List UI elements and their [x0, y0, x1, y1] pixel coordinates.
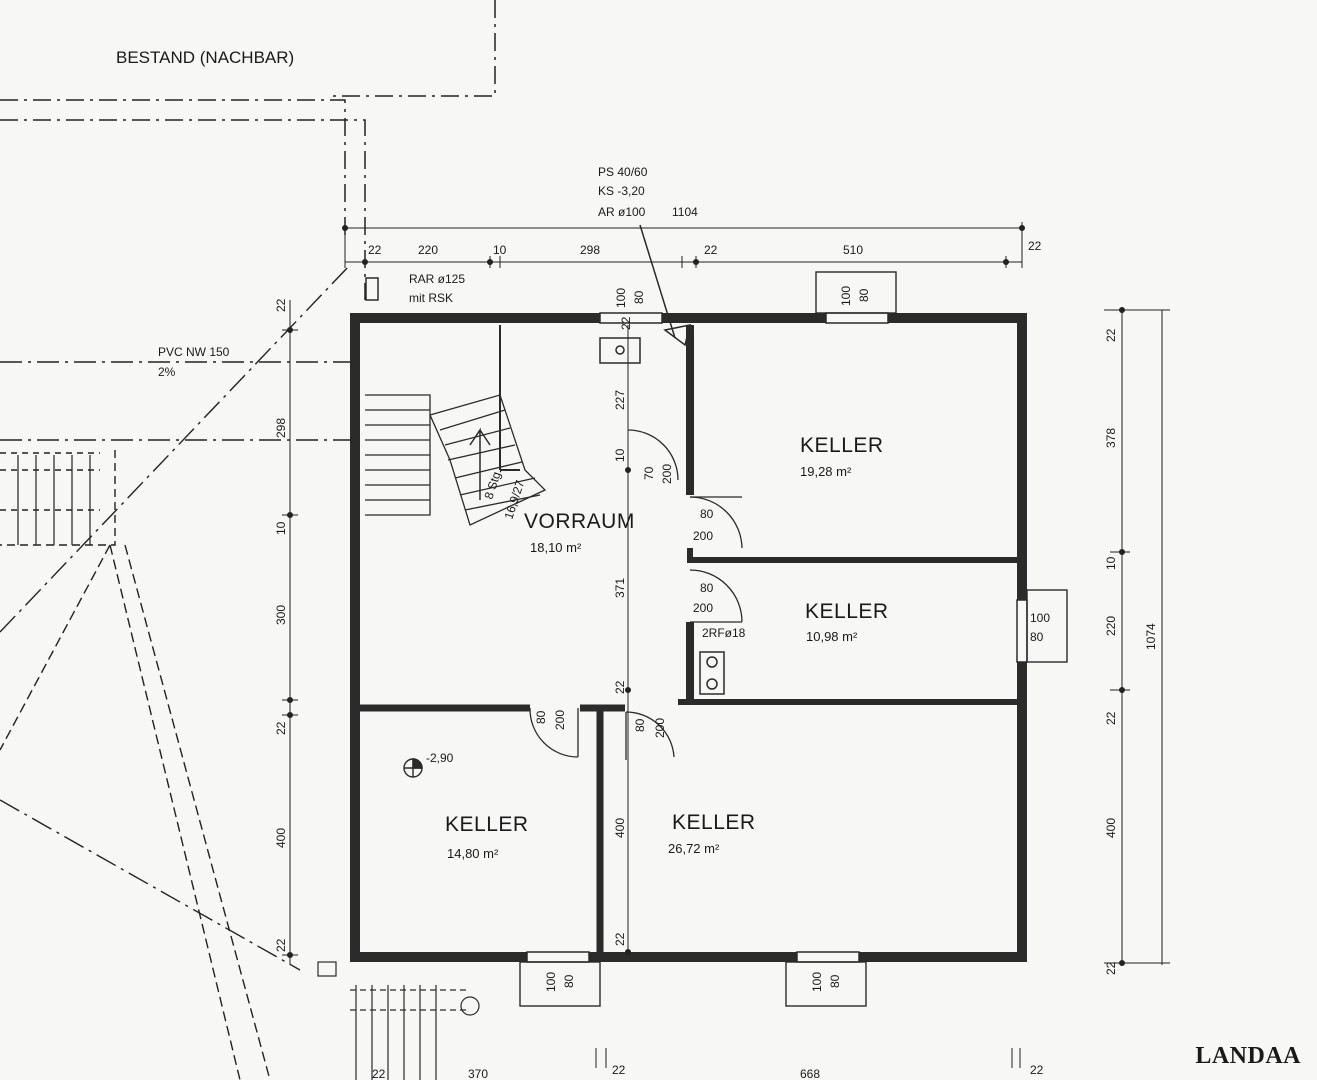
staircase — [365, 394, 547, 526]
room-area-vorraum: 18,10 m² — [530, 540, 582, 555]
dim-left-2: 10 — [274, 521, 288, 535]
dim-door-a-w: 80 — [700, 507, 714, 521]
walls — [350, 313, 1027, 962]
dim-left-3: 300 — [274, 605, 288, 625]
dim-left-1: 298 — [274, 418, 288, 438]
dim-win-top-h: 80 — [632, 290, 646, 304]
exterior-steps-bottom — [317, 961, 480, 1080]
room-name-keller-se: KELLER — [672, 811, 756, 834]
dim-door-a-h: 200 — [693, 529, 713, 543]
dim-left-4: 22 — [274, 721, 288, 735]
dim-wall-10: 10 — [613, 448, 627, 462]
dim-bottom-3: 668 — [800, 1067, 820, 1080]
note-slope: 2% — [158, 365, 176, 379]
room-name-keller-sw: KELLER — [445, 813, 529, 836]
dim-win-se-w: 100 — [810, 972, 824, 992]
dim-win-sw-h: 80 — [562, 974, 576, 988]
dim-left-5: 400 — [274, 828, 288, 848]
note-level: -2,90 — [426, 751, 454, 765]
dim-door-d-w: 80 — [534, 710, 548, 724]
room-name-vorraum: VORRAUM — [524, 510, 635, 533]
dim-right-5: 400 — [1104, 818, 1118, 838]
dim-left-0: 22 — [274, 298, 288, 312]
dim-door-b-h: 200 — [693, 601, 713, 615]
dim-stair-227: 227 — [613, 390, 627, 410]
dim-top-0: 22 — [368, 243, 382, 257]
dim-top-3: 298 — [580, 243, 600, 257]
dim-door-e-w: 80 — [633, 718, 647, 732]
dim-door-b-w: 80 — [700, 581, 714, 595]
dim-top-4: 22 — [704, 243, 718, 257]
dimension-ticks — [287, 225, 1125, 966]
fixtures — [365, 224, 725, 695]
doors — [529, 429, 743, 760]
dim-door-e-h: 200 — [653, 718, 667, 738]
dim-left-6: 22 — [274, 938, 288, 952]
dim-bottom-1: 370 — [468, 1067, 488, 1080]
dim-right-total: 1074 — [1144, 623, 1158, 650]
note-ps: PS 40/60 — [598, 165, 648, 179]
dim-top-1: 220 — [418, 243, 438, 257]
dim-win-top-w: 100 — [614, 288, 628, 308]
dim-win-sw-w: 100 — [544, 972, 558, 992]
room-area-keller-se: 26,72 m² — [668, 841, 720, 856]
room-name-keller-e: KELLER — [805, 600, 889, 623]
dim-right-1: 378 — [1104, 428, 1118, 448]
dim-se-400: 400 — [613, 818, 627, 838]
stairs-count: 8 Stg. — [482, 467, 505, 501]
note-rsk: mit RSK — [409, 291, 453, 305]
dim-wall-22c: 22 — [619, 316, 633, 330]
site-lines — [0, 264, 355, 1080]
dim-bottom-0: 22 — [372, 1067, 386, 1080]
dim-hall-371: 371 — [613, 578, 627, 598]
dimension-lines — [282, 222, 1170, 1068]
dim-wall-22a: 22 — [613, 680, 627, 694]
dim-right-4: 22 — [1104, 711, 1118, 725]
dim-right-0: 22 — [1104, 328, 1118, 342]
dim-right-3: 220 — [1104, 616, 1118, 636]
dim-win-ne-h: 80 — [857, 288, 871, 302]
dim-right-6: 22 — [1104, 961, 1118, 975]
dim-top-5: 510 — [843, 243, 863, 257]
dim-bottom-2: 22 — [612, 1063, 626, 1077]
room-name-keller-ne: KELLER — [800, 434, 884, 457]
room-area-keller-sw: 14,80 m² — [447, 846, 499, 861]
note-ks: KS -3,20 — [598, 184, 645, 198]
note-rar: RAR ø125 — [409, 272, 465, 286]
exterior-steps-left — [17, 455, 91, 545]
dim-top-6: 22 — [1028, 239, 1042, 253]
level-marker — [403, 758, 423, 778]
dim-door-d-h: 200 — [553, 710, 567, 730]
dim-top-total: 1104 — [672, 205, 698, 219]
dim-door-c-w: 70 — [642, 466, 656, 480]
room-area-keller-ne: 19,28 m² — [800, 464, 852, 479]
window-openings — [526, 312, 1028, 963]
room-area-keller-e: 10,98 m² — [806, 629, 858, 644]
note-ar: AR ø100 — [598, 205, 646, 219]
brand-logo: LANDAA — [1195, 1043, 1301, 1069]
dim-win-e-h: 80 — [1030, 630, 1044, 644]
neighbor-building — [0, 0, 496, 300]
dim-win-se-h: 80 — [828, 974, 842, 988]
window-sills — [519, 271, 1068, 1007]
note-rf: 2RFø18 — [702, 626, 746, 640]
dim-wall-22b: 22 — [613, 932, 627, 946]
dim-top-2: 10 — [493, 243, 507, 257]
dim-right-2: 10 — [1104, 556, 1118, 570]
dim-bottom-4: 22 — [1030, 1063, 1044, 1077]
neighbor-label: BESTAND (NACHBAR) — [116, 48, 294, 67]
note-pvc: PVC NW 150 — [158, 345, 230, 359]
dim-door-c-h: 200 — [660, 464, 674, 484]
dim-win-ne-w: 100 — [839, 286, 853, 306]
dim-win-e-w: 100 — [1030, 611, 1050, 625]
